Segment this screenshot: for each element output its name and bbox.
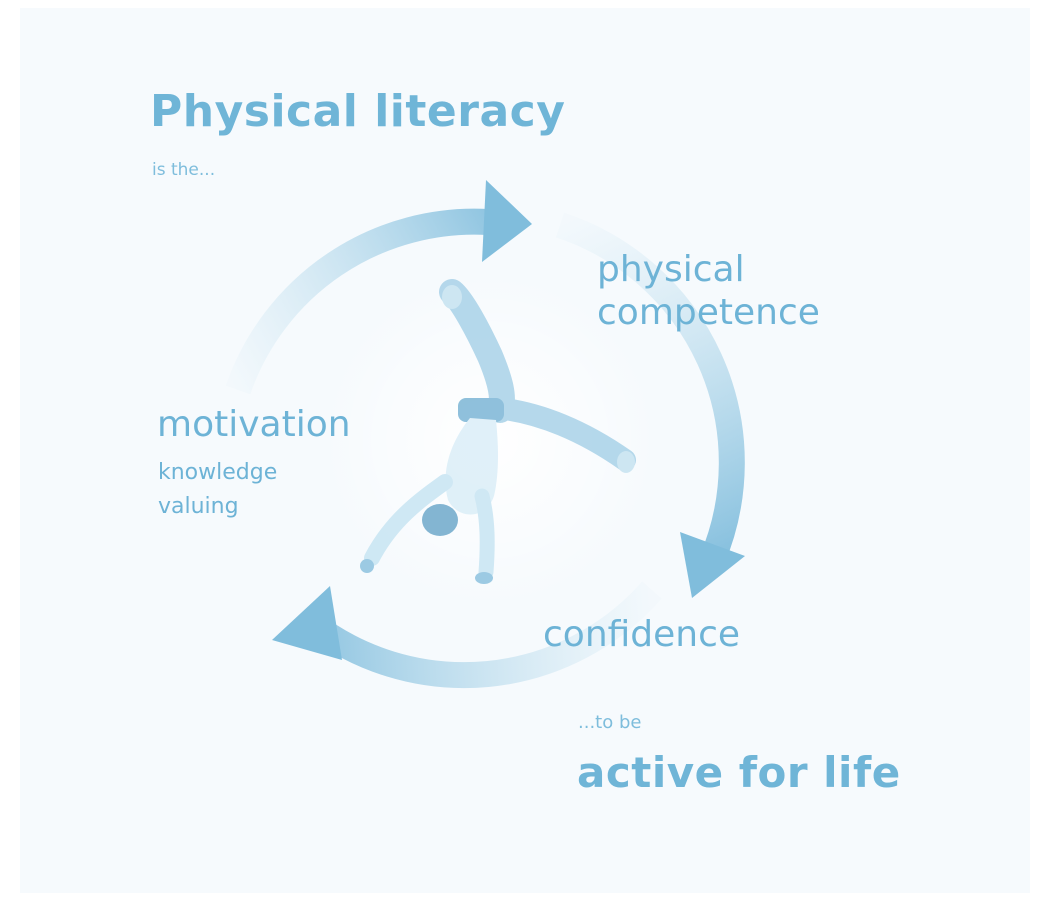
cycle-arrow-icon [555, 212, 745, 598]
physical-competence-line2: competence [597, 292, 820, 334]
cycle-arrow-icon [272, 581, 662, 689]
physical-competence-label: physical competence [597, 248, 820, 334]
confidence-label: confidence [543, 614, 741, 655]
cycle-arrow-icon [225, 180, 532, 395]
valuing-label: valuing [158, 494, 239, 519]
active-for-life-text: active for life [577, 748, 901, 797]
page-title: Physical literacy [150, 86, 566, 137]
physical-competence-line1: physical [597, 249, 745, 290]
breakdancer-handstand-figure-icon [360, 279, 636, 584]
knowledge-label: knowledge [158, 460, 278, 485]
motivation-label: motivation [157, 404, 351, 445]
page-subtitle: is the... [152, 160, 216, 180]
to-be-text: ...to be [578, 712, 642, 733]
